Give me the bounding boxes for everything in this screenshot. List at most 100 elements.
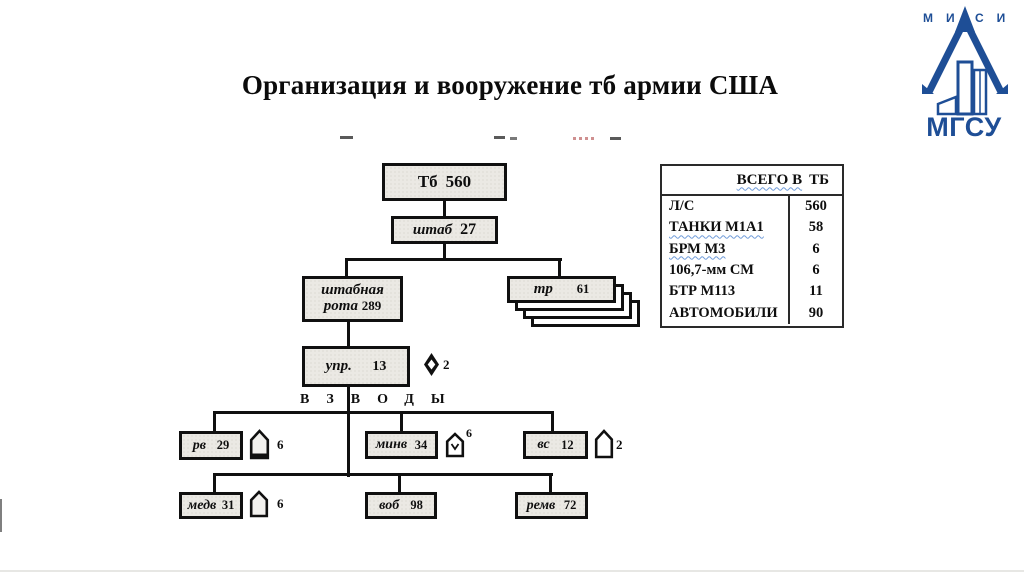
node-remv: ремв 72 [515, 492, 588, 519]
logo-top-left-letters: МИ [923, 11, 968, 25]
node-shtabnaya-rota-value: 289 [361, 298, 382, 313]
logo-right-leg [965, 26, 1005, 94]
slide-bottom-border [0, 570, 1024, 572]
platoons-row-label: ВЗВОДЫ [300, 392, 462, 407]
connector-line [558, 258, 561, 277]
logo-left-foot [922, 84, 934, 94]
node-minv-label: минв [375, 437, 408, 452]
node-vs: вс 12 [523, 431, 588, 459]
node-tr: тр 61 [507, 276, 616, 303]
artifact-edge-line [0, 499, 2, 532]
connector-line [213, 411, 216, 432]
vehicle-pentagon-icon [594, 429, 614, 459]
table-cell-value: 6 [788, 259, 842, 282]
node-minv: минв 34 [365, 431, 438, 459]
connector-line [551, 411, 554, 432]
connector-line [549, 473, 552, 493]
table-cell-label: АВТОМОБИЛИ [669, 304, 778, 321]
table-header-underlined: ВСЕГО В [736, 171, 803, 188]
node-vs-value: 12 [561, 437, 574, 452]
node-minv-value: 34 [414, 437, 428, 452]
node-rv: рв 29 [179, 431, 243, 460]
node-tr-value: 61 [576, 282, 590, 296]
node-shtabnaya-rota-label2: рота [323, 298, 358, 314]
icon-count: 6 [277, 496, 284, 511]
icon-count: 6 [466, 426, 472, 440]
icon-count: 6 [277, 437, 284, 452]
table-cell-value: 90 [788, 302, 842, 324]
vehicle-pentagon-icon [249, 429, 270, 460]
node-remv-value: 72 [563, 498, 577, 512]
connector-line [347, 321, 350, 347]
node-vob-label: воб [379, 497, 400, 513]
table-row: 106,7-мм СМ 6 [662, 259, 842, 282]
connector-line [213, 473, 553, 476]
node-rv-label: рв [192, 437, 206, 453]
connector-line [398, 473, 401, 493]
table-row: АВТОМОБИЛИ 90 [662, 302, 842, 324]
node-shtabnaya-rota-line2: рота 289 [323, 298, 382, 315]
table-cell-value: 11 [788, 281, 842, 303]
mortar-pentagon-icon [445, 432, 465, 458]
logo-right-foot [996, 84, 1008, 94]
table-cell-value: 6 [788, 238, 842, 260]
node-rv-value: 29 [216, 438, 230, 452]
icon-count: 2 [616, 437, 623, 452]
logo-building-left [936, 95, 958, 116]
table-cell-value: 58 [788, 217, 842, 239]
logo-top-right-letters: СИ [975, 11, 1016, 25]
table-cell-label: БТР М113 [669, 283, 736, 300]
artifact-dash [610, 137, 621, 140]
node-vs-label: вс [537, 437, 550, 452]
vehicle-pentagon-icon [249, 490, 269, 518]
table-row: БРМ М3 6 [662, 238, 842, 260]
node-battalion-value: 560 [445, 172, 472, 191]
node-shtab: штаб 27 [391, 216, 498, 244]
table-row: БТР М113 11 [662, 281, 842, 303]
node-remv-label: ремв [526, 497, 556, 513]
connector-line [345, 258, 348, 277]
node-upr-value: 13 [372, 358, 387, 374]
mgsu-logo: МИ СИ МГСУ [922, 6, 1016, 140]
table-header: ВСЕГО В ТБ [662, 166, 842, 196]
node-battalion: Тб 560 [382, 163, 507, 201]
artifact-dash [494, 136, 505, 139]
connector-line [345, 258, 562, 261]
node-shtabnaya-rota-line1: штабная [321, 282, 384, 299]
node-shtab-label: штаб [412, 221, 453, 238]
node-medv-label: медв [187, 497, 217, 513]
connector-line [443, 242, 446, 261]
node-shtabnaya-rota-label1: штабная [321, 282, 384, 299]
table-header-rest: ТБ [809, 171, 829, 188]
table-body: Л/С 560 ТАНКИ М1А1 58 БРМ М3 6 106,7-мм … [662, 196, 842, 324]
logo-left-leg [925, 26, 965, 94]
connector-line [443, 200, 446, 217]
node-battalion-label: Тб [417, 172, 438, 191]
node-upr: упр. 13 [302, 346, 410, 387]
node-vob: воб 98 [365, 492, 437, 519]
table-cell-label: ТАНКИ М1А1 [669, 219, 764, 236]
node-medv-value: 31 [221, 498, 235, 512]
page-title: Организация и вооружение тб армии США [241, 70, 779, 100]
node-shtab-value: 27 [460, 221, 477, 238]
artifact-dash [510, 137, 517, 140]
summary-table: ВСЕГО В ТБ Л/С 560 ТАНКИ М1А1 58 БРМ М3 … [660, 164, 844, 328]
node-vob-value: 98 [410, 498, 423, 512]
table-cell-label: Л/С [669, 198, 695, 215]
table-row: Л/С 560 [662, 196, 842, 218]
diamond-icon [424, 353, 439, 376]
node-shtabnaya-rota: штабная рота 289 [302, 276, 403, 322]
diamond-count: 2 [443, 357, 450, 372]
node-upr-label: упр. [325, 358, 352, 374]
table-cell-value: 560 [788, 196, 842, 218]
table-cell-label: 106,7-мм СМ [669, 262, 754, 279]
artifact-dash [340, 136, 353, 139]
connector-line [213, 473, 216, 493]
logo-apex-triangle [955, 6, 975, 32]
connector-line [213, 411, 554, 414]
artifact-dots [573, 137, 596, 140]
logo-building-center [956, 60, 974, 116]
table-cell-label: БРМ М3 [669, 240, 726, 257]
connector-line [400, 411, 403, 432]
